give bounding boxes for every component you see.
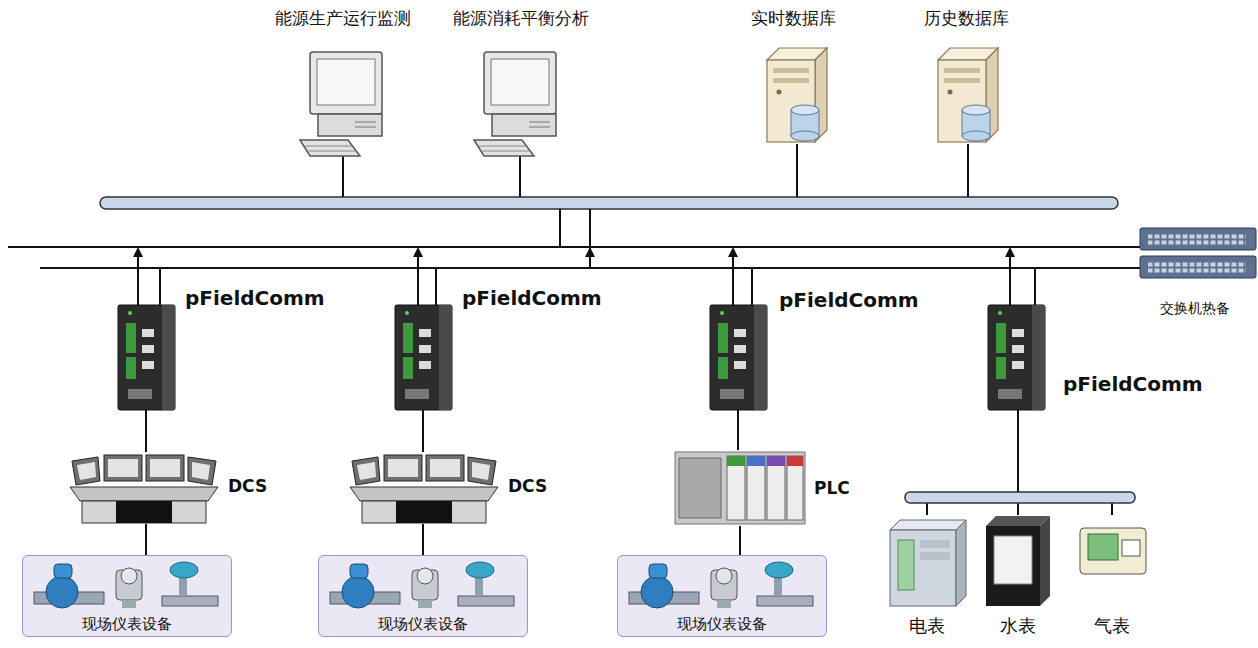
connector-line [422,410,424,452]
node-label: 能源生产运行监测 [258,8,428,28]
dcs-console-icon [350,455,498,523]
connector-line [145,410,147,452]
water-meter-icon [986,516,1050,606]
connector-line [422,524,424,555]
meter-node: 气表 [1070,515,1154,640]
node-label: 现场仪表设备 [319,615,527,633]
gateway-node: pFieldComm [392,286,632,410]
device-label: PLC [814,478,850,498]
gas-meter-icon [1080,528,1146,574]
node-label: 电表 [885,615,969,637]
plc-node: PLC [672,450,862,526]
switch-icon [1140,256,1256,278]
dcs-console-icon [70,455,218,523]
arrowheads [133,247,1015,257]
switch-icon [1140,228,1256,250]
meter-node: 电表 [885,515,969,640]
field-panel: 现场仪表设备 [22,555,232,637]
field-panel: 现场仪表设备 [617,555,827,637]
database-node: 实时数据库 [737,8,849,146]
device-label: pFieldComm [1063,372,1203,396]
node-label: 气表 [1070,615,1154,637]
meter-node: 水表 [978,515,1058,640]
node-label: 水表 [978,615,1058,637]
gateway-node: pFieldComm [707,286,947,410]
dcs-node: DCS [68,452,275,524]
instrument-icons [330,562,514,608]
gateway-icon [988,305,1045,410]
computer-icon [300,52,382,156]
plc-icon [675,452,805,524]
field-panel: 现场仪表设备 [318,555,528,637]
monitor-node: 能源消耗平衡分析 [436,8,606,158]
node-label: 实时数据库 [737,8,849,28]
database-node: 历史数据库 [910,8,1022,146]
node-label: 现场仪表设备 [618,615,826,633]
monitor-node: 能源生产运行监测 [258,8,428,158]
server-icon [767,48,827,142]
gateway-icon [118,305,175,410]
gateway-icon [710,305,767,410]
node-label: 交换机热备 [1136,300,1254,317]
device-label: pFieldComm [779,288,919,312]
connector-line [739,526,741,555]
switch-node: 交换机热备 [1136,226,1254,320]
device-label: pFieldComm [185,286,325,310]
node-label: 历史数据库 [910,8,1022,28]
dcs-node: DCS [348,452,555,524]
node-label: 能源消耗平衡分析 [436,8,606,28]
network-lines [8,144,1140,305]
gateway-node: pFieldComm [115,286,355,410]
panel-fill [318,555,528,637]
bus-bar [905,492,1135,503]
server-icon [938,48,998,142]
connector-line [737,410,739,450]
device-label: DCS [228,476,267,496]
electric-meter-icon [890,520,966,606]
node-label: 现场仪表设备 [23,615,231,633]
gateway-icon [395,305,452,410]
panel-fill [617,555,827,637]
instrument-icons [34,562,218,608]
computer-icon [474,52,556,156]
bus-bar [100,197,1118,209]
instrument-icons [629,562,813,608]
device-label: DCS [508,476,547,496]
device-label: pFieldComm [462,286,602,310]
panel-fill [22,555,232,637]
gateway-node: pFieldComm [985,288,1215,410]
connector-line [145,524,147,555]
